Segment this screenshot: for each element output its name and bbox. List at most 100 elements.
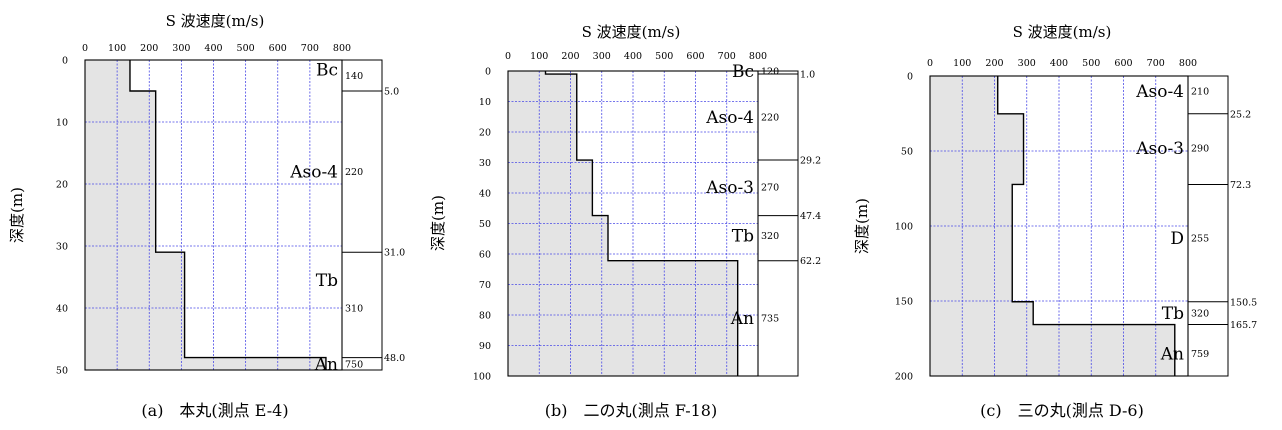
panel-caption: (b) 二の丸(測点 F-18)	[545, 401, 717, 420]
x-tick-label: 600	[269, 43, 287, 54]
x-axis-title: S 波速度(m/s)	[1013, 23, 1112, 41]
x-tick-label: 500	[1082, 58, 1100, 69]
x-tick-label: 600	[1114, 58, 1132, 69]
y-tick-label: 80	[479, 311, 491, 322]
panel-caption: (a) 本丸(測点 E-4)	[141, 401, 288, 420]
y-tick-label: 40	[56, 304, 68, 315]
layer-vs-label: 320	[761, 231, 779, 242]
y-tick-label: 50	[901, 147, 913, 158]
y-tick-label: 60	[479, 250, 491, 261]
layer-name-label: An	[730, 309, 754, 329]
layer-name-label: D	[1170, 229, 1184, 249]
layer-vs-label: 120	[761, 67, 779, 78]
boundary-depth-label: 165.7	[1230, 320, 1257, 331]
boundary-depth-label: 31.0	[384, 248, 405, 259]
layer-vs-label: 310	[345, 304, 363, 315]
boundary-depth-label: 150.5	[1230, 297, 1257, 308]
y-tick-label: 50	[56, 366, 68, 377]
y-axis-title: 深度(m)	[853, 198, 871, 254]
shaded-region	[85, 60, 326, 370]
vs-profile-line	[997, 76, 1176, 376]
layer-name-label: Tb	[1162, 304, 1184, 324]
layer-vs-label: 320	[1191, 309, 1209, 320]
x-tick-label: 100	[953, 58, 971, 69]
layer-name-label: Aso-3	[705, 178, 754, 198]
x-tick-label: 700	[718, 51, 736, 62]
layer-vs-label: 140	[345, 71, 363, 82]
x-tick-label: 700	[1147, 58, 1165, 69]
x-tick-label: 800	[1179, 58, 1197, 69]
x-tick-label: 0	[927, 58, 933, 69]
layer-vs-label: 220	[345, 167, 363, 178]
vs-profile-line	[544, 71, 739, 376]
boundary-depth-label: 47.4	[800, 211, 821, 222]
x-tick-label: 200	[140, 43, 158, 54]
x-tick-label: 300	[593, 51, 611, 62]
x-tick-label: 300	[172, 43, 190, 54]
x-tick-label: 400	[1050, 58, 1068, 69]
layer-name-label: Bc	[732, 62, 754, 82]
y-axis-title: 深度(m)	[429, 195, 447, 251]
layer-vs-label: 255	[1191, 234, 1209, 245]
x-tick-label: 100	[530, 51, 548, 62]
vs-column	[1187, 75, 1229, 377]
x-tick-label: 500	[655, 51, 673, 62]
layer-vs-label: 270	[761, 182, 779, 193]
boundary-depth-label: 1.0	[800, 70, 815, 81]
x-axis-title: S 波速度(m/s)	[166, 12, 265, 30]
boundary-depth-label: 48.0	[384, 353, 405, 364]
x-tick-label: 500	[237, 43, 255, 54]
y-tick-label: 20	[479, 128, 491, 139]
x-tick-label: 200	[561, 51, 579, 62]
y-tick-label: 10	[479, 97, 491, 108]
y-tick-label: 50	[479, 219, 491, 230]
shaded-region	[508, 71, 738, 376]
y-tick-label: 100	[473, 372, 491, 383]
vs-column	[757, 70, 799, 377]
boundary-depth-label: 62.2	[800, 256, 821, 267]
layer-name-label: Tb	[732, 227, 754, 247]
x-tick-label: 400	[204, 43, 222, 54]
x-tick-label: 400	[624, 51, 642, 62]
x-tick-label: 0	[505, 51, 511, 62]
boundary-depth-label: 5.0	[384, 87, 399, 98]
y-tick-label: 30	[56, 242, 68, 253]
layer-name-label: Aso-4	[289, 163, 338, 183]
y-tick-label: 90	[479, 341, 491, 352]
y-tick-label: 100	[895, 222, 913, 233]
layer-vs-label: 735	[761, 314, 779, 325]
y-tick-label: 200	[895, 372, 913, 383]
x-axis-title: S 波速度(m/s)	[582, 23, 681, 41]
x-tick-label: 600	[686, 51, 704, 62]
x-tick-label: 700	[301, 43, 319, 54]
y-tick-label: 20	[56, 180, 68, 191]
y-tick-label: 0	[485, 67, 491, 78]
y-tick-label: 30	[479, 158, 491, 169]
y-axis-title: 深度(m)	[8, 187, 26, 243]
y-tick-label: 40	[479, 189, 491, 200]
layer-name-label: An	[1160, 345, 1184, 365]
panel-caption: (c) 三の丸(測点 D-6)	[980, 401, 1144, 420]
x-tick-label: 100	[108, 43, 126, 54]
x-tick-label: 300	[1018, 58, 1036, 69]
layer-vs-label: 210	[1191, 87, 1209, 98]
layer-name-label: An	[314, 355, 338, 375]
layer-name-label: Aso-4	[1135, 82, 1184, 102]
layer-name-label: Bc	[316, 60, 338, 80]
layer-vs-label: 759	[1191, 349, 1209, 360]
boundary-depth-label: 72.3	[1230, 180, 1251, 191]
x-tick-label: 200	[985, 58, 1003, 69]
y-tick-label: 0	[62, 56, 68, 67]
y-tick-label: 150	[895, 297, 913, 308]
layer-vs-label: 290	[1191, 144, 1209, 155]
y-tick-label: 0	[907, 72, 913, 83]
layer-name-label: Tb	[316, 271, 338, 291]
x-tick-label: 800	[333, 43, 351, 54]
vs-profile-line	[129, 60, 327, 370]
layer-name-label: Aso-3	[1135, 139, 1184, 159]
layer-vs-label: 750	[345, 359, 363, 370]
